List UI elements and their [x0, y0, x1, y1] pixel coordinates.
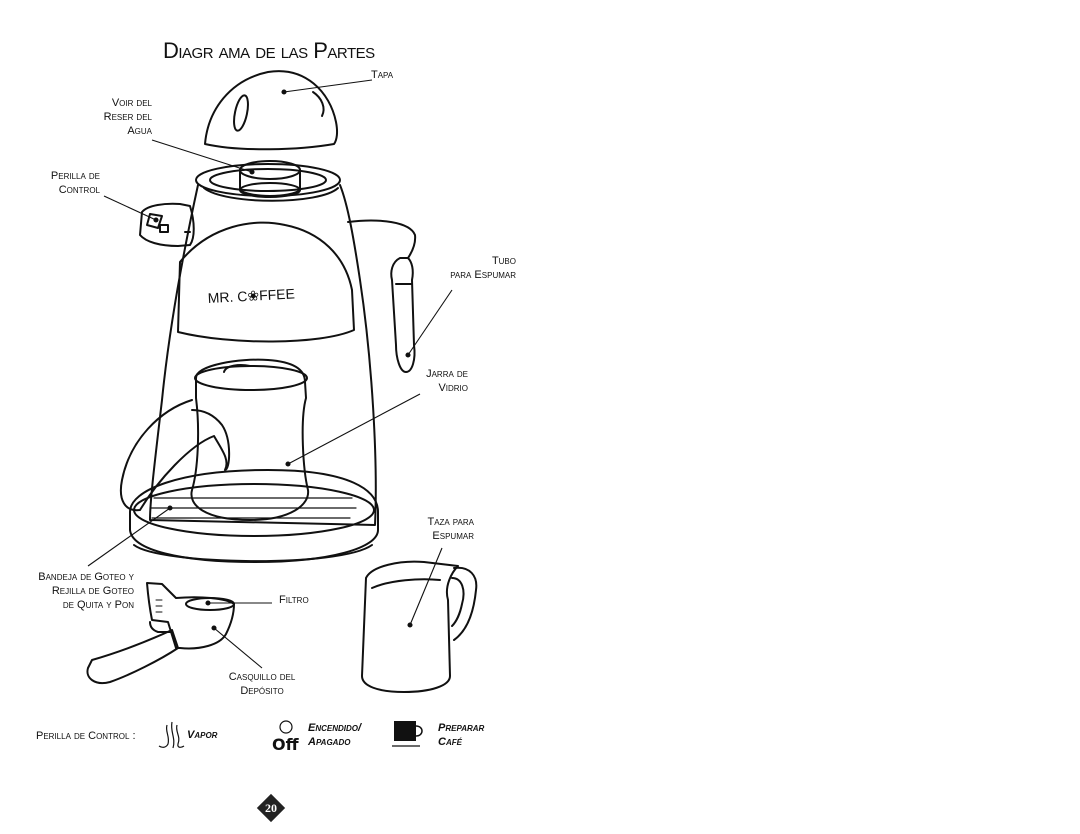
- page-diamond-icon: [256, 793, 286, 823]
- legend-preparar: Preparar: [438, 722, 485, 734]
- page-number: 20: [265, 801, 277, 815]
- diagram-title: Diagr ama de las Partes: [163, 38, 375, 63]
- legend-vapor: Vapor: [187, 729, 218, 741]
- lid-shape: [204, 70, 339, 151]
- legend-encendido: Encendido/: [308, 722, 362, 734]
- off-circle-icon: [279, 720, 293, 734]
- legend-label: Perilla de Control :: [36, 730, 136, 742]
- legend-off: Off: [272, 735, 299, 754]
- legend-cafe: Café: [438, 736, 462, 748]
- label-tapa: Tapa: [371, 69, 394, 81]
- legend-apagado: Apagado: [308, 736, 351, 748]
- brand-logo: MR. C❀FFEE: [207, 285, 295, 306]
- steam-icon: [158, 721, 185, 749]
- coffee-cup-icon: [392, 721, 423, 747]
- label-filtro: Filtro: [279, 594, 309, 606]
